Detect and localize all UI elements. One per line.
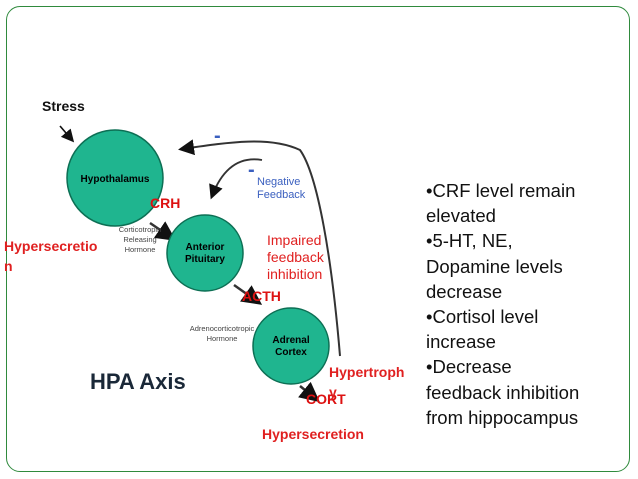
hypersecretion-left-line-1: Hypersecretio bbox=[4, 238, 98, 254]
adrenal-to-cort-arrow bbox=[298, 381, 320, 403]
bullet-line: •Decrease bbox=[426, 356, 512, 378]
impaired-line-3: inhibition bbox=[267, 266, 323, 282]
hypertrophy-line-1: Hypertroph bbox=[329, 364, 405, 380]
slide-frame bbox=[6, 6, 630, 472]
bullet-line: elevated bbox=[426, 205, 496, 227]
minus-sign-top: - bbox=[214, 125, 221, 147]
acth-description-2: Hormone bbox=[207, 334, 238, 343]
minus-sign-feedback: - bbox=[248, 159, 255, 181]
hypertrophy-annotation: Hypertroph y bbox=[329, 362, 404, 402]
hypothalamus-label: Hypothalamus bbox=[81, 174, 150, 185]
hypersecretion-left-annotation: Hypersecretio n bbox=[4, 236, 97, 276]
negative-feedback-label-2: Feedback bbox=[257, 189, 306, 201]
bullet-line: increase bbox=[426, 331, 496, 353]
hypothalamus-to-pituitary-arrow bbox=[149, 221, 177, 241]
bullet-line: feedback inhibition bbox=[426, 381, 580, 403]
cort-label: CORT bbox=[306, 391, 346, 407]
acth-description-1: Adrenocorticotropic bbox=[190, 324, 255, 333]
crh-description-1: Corticotropin bbox=[119, 225, 162, 234]
bullet-line: •CRF level remain bbox=[426, 180, 576, 201]
negative-feedback-arrow bbox=[209, 158, 263, 200]
bullet-line: Dopamine levels bbox=[426, 255, 563, 277]
adrenal-cortex-label-1: Adrenal bbox=[272, 335, 309, 346]
acth-label: ACTH bbox=[242, 288, 281, 304]
anterior-pituitary-label-1: Anterior bbox=[186, 242, 225, 253]
impaired-feedback-annotation: Impaired feedback inhibition bbox=[267, 232, 324, 283]
crh-label: CRH bbox=[150, 195, 180, 211]
impaired-line-1: Impaired bbox=[267, 232, 322, 248]
hypertrophy-line-2: y bbox=[329, 384, 337, 400]
impaired-line-2: feedback bbox=[267, 249, 324, 265]
adrenal-cortex-label-2: Cortex bbox=[275, 347, 307, 358]
pituitary-to-adrenal-arrow bbox=[233, 283, 263, 305]
hpa-axis-title: HPA Axis bbox=[90, 369, 186, 394]
stress-arrow bbox=[59, 125, 75, 143]
bullet-line: decrease bbox=[426, 280, 503, 302]
stress-label: Stress bbox=[42, 98, 85, 114]
crh-description-2: Releasing bbox=[123, 235, 156, 244]
long-feedback-arrow bbox=[178, 139, 341, 357]
bullet-line: •5-HT, NE, bbox=[426, 230, 513, 252]
crh-description-3: Hormone bbox=[125, 245, 156, 254]
hypersecretion-bottom-annotation: Hypersecretion bbox=[262, 426, 364, 442]
bullet-line: from hippocampus bbox=[426, 406, 579, 428]
bullet-list: •CRF level remain elevated •5-HT, NE, Do… bbox=[426, 178, 579, 430]
hypersecretion-left-line-2: n bbox=[4, 258, 13, 274]
bullet-line: •Cortisol level bbox=[426, 306, 539, 328]
anterior-pituitary-node bbox=[166, 214, 244, 292]
adrenal-cortex-node bbox=[252, 307, 330, 385]
negative-feedback-label-1: Negative bbox=[257, 176, 300, 188]
anterior-pituitary-label-2: Pituitary bbox=[185, 254, 225, 265]
hypothalamus-node bbox=[66, 129, 164, 227]
